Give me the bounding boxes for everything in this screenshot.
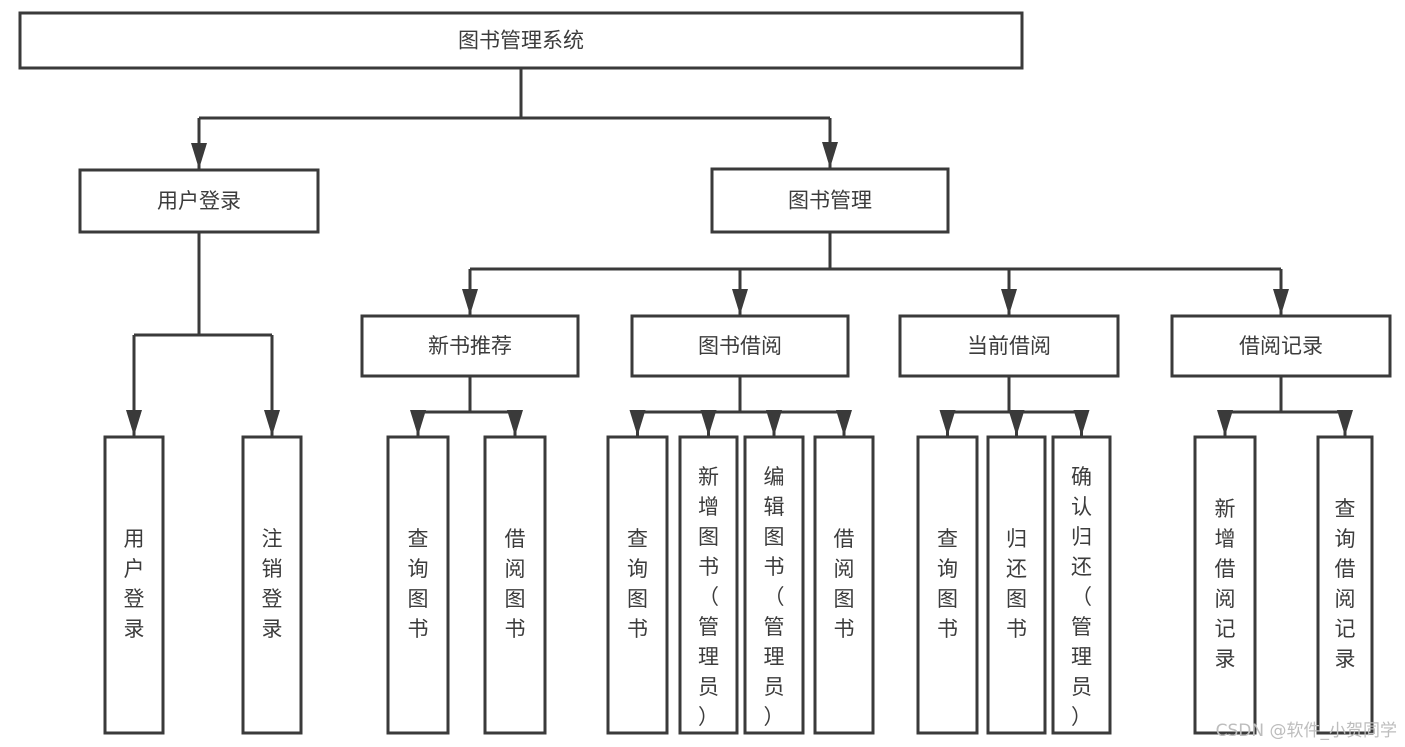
arrow-head-icon <box>1273 289 1289 315</box>
node-layer: 图书管理系统用户登录用户登录注销登录图书管理新书推荐查询图书借阅图书图书借阅查询… <box>18 11 1392 735</box>
level3-node-rect[interactable] <box>1170 314 1392 378</box>
node-label-current-query-book: 查询图书 <box>937 527 958 641</box>
leaf-node-rect[interactable] <box>1051 435 1112 735</box>
node-record-query[interactable]: 查询借阅记录 <box>1316 435 1374 735</box>
node-borrow-record[interactable]: 借阅记录 <box>1170 314 1392 378</box>
node-label-new-book-recommend: 新书推荐 <box>428 334 512 358</box>
node-label-current-confirm-return: 确认归还（管理员） <box>1071 465 1092 729</box>
node-label-recommend-borrow-book: 借阅图书 <box>505 527 526 641</box>
node-label-borrow-borrow-book: 借阅图书 <box>834 527 855 641</box>
node-borrow-add-book[interactable]: 新增图书（管理员） <box>678 435 739 735</box>
node-label-current-borrow: 当前借阅 <box>967 334 1051 358</box>
node-current-borrow[interactable]: 当前借阅 <box>898 314 1120 378</box>
arrow-head-icon <box>507 410 523 436</box>
leaf-node-rect[interactable] <box>743 435 805 735</box>
node-borrow-edit-book[interactable]: 编辑图书（管理员） <box>743 435 805 735</box>
leaf-node-rect[interactable] <box>483 435 547 735</box>
node-borrow-borrow-book[interactable]: 借阅图书 <box>813 435 875 735</box>
arrow-head-icon <box>410 410 426 436</box>
arrow-head-icon <box>191 143 207 169</box>
node-recommend-borrow-book[interactable]: 借阅图书 <box>483 435 547 735</box>
node-label-record-query: 查询借阅记录 <box>1335 497 1356 671</box>
node-label-root: 图书管理系统 <box>458 29 584 53</box>
leaf-node-rect[interactable] <box>606 435 669 735</box>
arrow-head-icon <box>264 410 280 436</box>
node-label-borrow-record: 借阅记录 <box>1239 334 1323 358</box>
node-borrow-query-book[interactable]: 查询图书 <box>606 435 669 735</box>
node-label-book-management: 图书管理 <box>788 189 872 213</box>
node-label-borrow-add-book: 新增图书（管理员） <box>698 465 719 729</box>
leaf-node-rect[interactable] <box>103 435 165 735</box>
arrow-head-icon <box>462 289 478 315</box>
level3-node-rect[interactable] <box>360 314 580 378</box>
level2-node-rect[interactable] <box>710 167 950 234</box>
node-record-add[interactable]: 新增借阅记录 <box>1193 435 1257 735</box>
leaf-node-rect[interactable] <box>241 435 303 735</box>
node-label-user-logout: 注销登录 <box>262 527 283 641</box>
root-node-rect[interactable] <box>18 11 1024 70</box>
arrow-head-icon <box>822 142 838 168</box>
arrow-head-icon <box>700 410 717 436</box>
leaf-node-rect[interactable] <box>678 435 739 735</box>
node-root[interactable]: 图书管理系统 <box>18 11 1024 70</box>
node-label-borrow-query-book: 查询图书 <box>627 527 648 641</box>
connector-layer <box>126 68 1353 436</box>
arrow-head-icon <box>766 410 782 436</box>
level2-node-rect[interactable] <box>78 168 320 234</box>
arrow-head-icon <box>1008 410 1025 436</box>
leaf-node-rect[interactable] <box>386 435 450 735</box>
node-new-book-recommend[interactable]: 新书推荐 <box>360 314 580 378</box>
node-label-book-borrow: 图书借阅 <box>698 334 782 358</box>
node-label-record-add: 新增借阅记录 <box>1215 497 1236 671</box>
node-label-borrow-edit-book: 编辑图书（管理员） <box>764 465 785 729</box>
arrow-head-icon <box>629 410 646 436</box>
node-user-login-do[interactable]: 用户登录 <box>103 435 165 735</box>
arrow-head-icon <box>1217 410 1233 436</box>
node-label-user-login: 用户登录 <box>157 189 241 213</box>
leaf-node-rect[interactable] <box>916 435 979 735</box>
node-recommend-query-book[interactable]: 查询图书 <box>386 435 450 735</box>
arrow-head-icon <box>1001 289 1017 315</box>
leaf-node-rect[interactable] <box>1316 435 1374 735</box>
node-label-recommend-query-book: 查询图书 <box>408 527 429 641</box>
arrow-head-icon <box>1337 410 1353 436</box>
arrow-head-icon <box>939 410 956 436</box>
arrow-head-icon <box>836 410 852 436</box>
node-user-login[interactable]: 用户登录 <box>78 168 320 234</box>
node-user-logout[interactable]: 注销登录 <box>241 435 303 735</box>
node-book-management[interactable]: 图书管理 <box>710 167 950 234</box>
leaf-node-rect[interactable] <box>986 435 1047 735</box>
node-current-confirm-return[interactable]: 确认归还（管理员） <box>1051 435 1112 735</box>
node-current-query-book[interactable]: 查询图书 <box>916 435 979 735</box>
leaf-node-rect[interactable] <box>813 435 875 735</box>
node-current-return-book[interactable]: 归还图书 <box>986 435 1047 735</box>
node-label-user-login-do: 用户登录 <box>124 527 145 641</box>
node-book-borrow[interactable]: 图书借阅 <box>630 314 850 378</box>
level3-node-rect[interactable] <box>630 314 850 378</box>
level3-node-rect[interactable] <box>898 314 1120 378</box>
node-label-current-return-book: 归还图书 <box>1006 527 1027 641</box>
arrow-head-icon <box>1073 410 1090 436</box>
arrow-head-icon <box>732 289 748 315</box>
arrow-head-icon <box>126 410 142 436</box>
leaf-node-rect[interactable] <box>1193 435 1257 735</box>
